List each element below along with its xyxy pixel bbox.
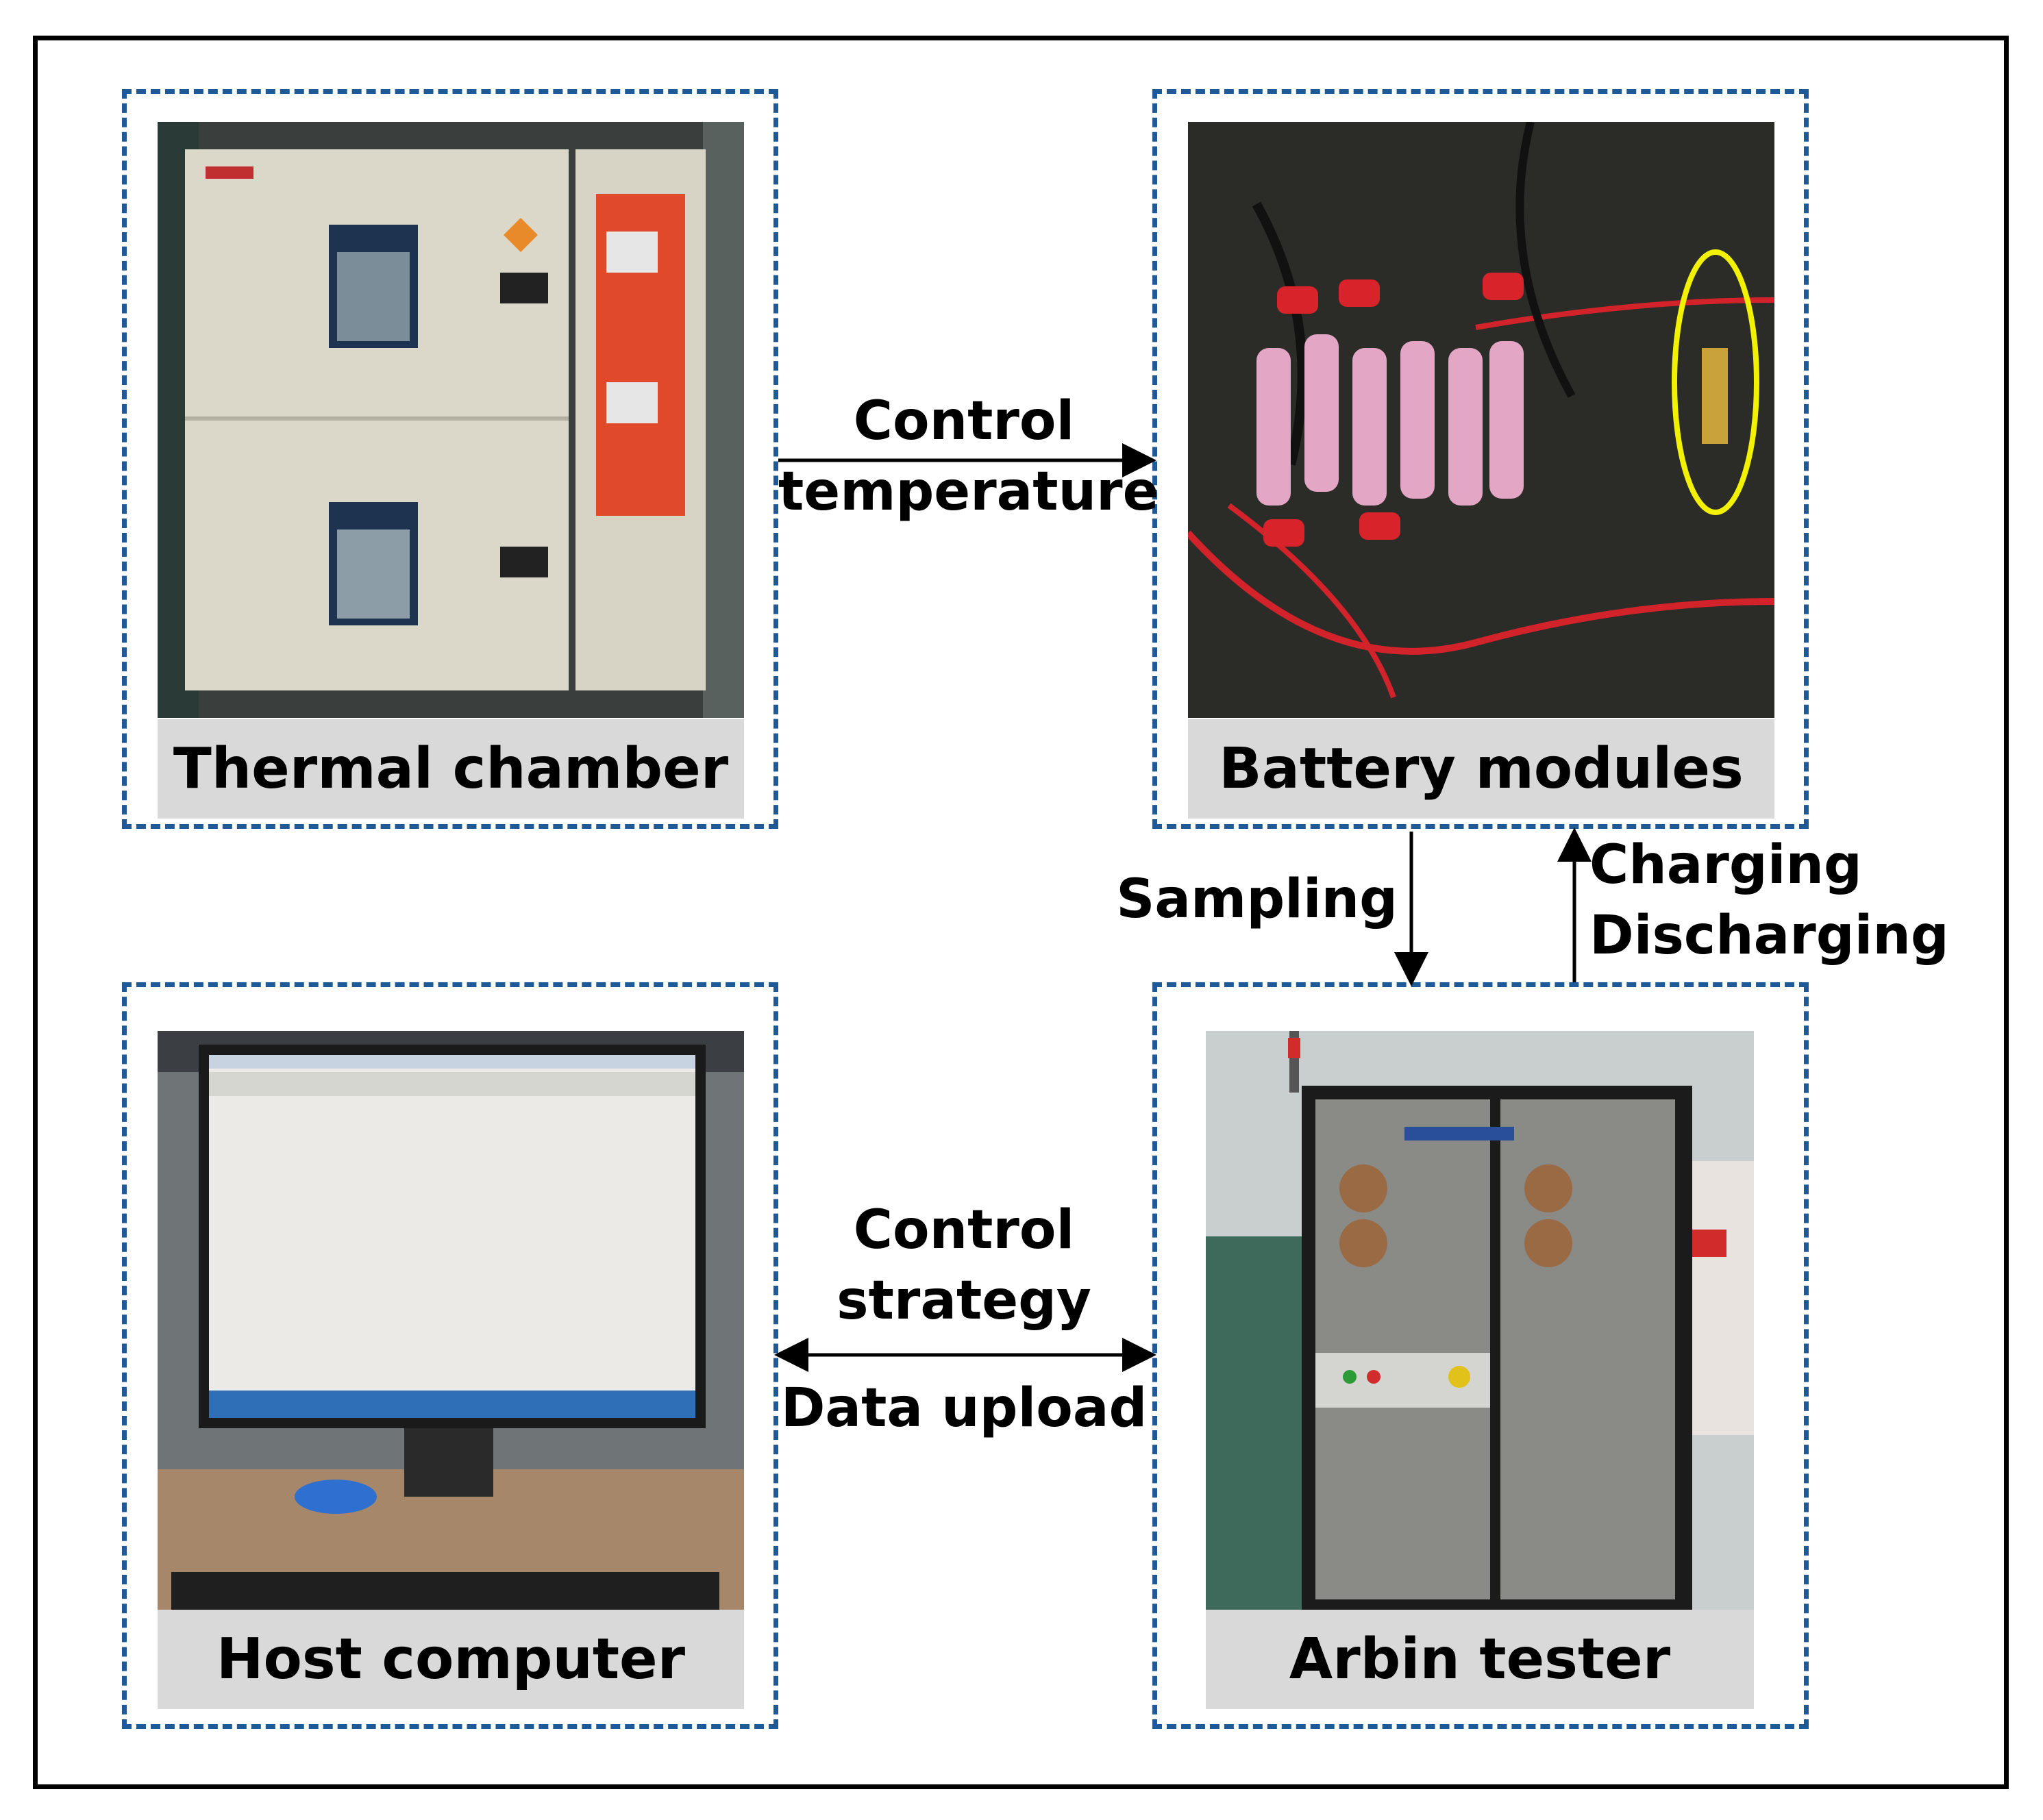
thermal-chamber-caption: Thermal chamber xyxy=(158,719,744,819)
host-computer-caption: Host computer xyxy=(158,1610,744,1709)
resistor-highlight-ellipse xyxy=(1672,249,1759,515)
host-computer-photo xyxy=(158,1031,744,1610)
sampling-label: Sampling xyxy=(1116,869,1398,930)
arbin-tester-caption: Arbin tester xyxy=(1206,1610,1754,1709)
control-temperature-line1: Control xyxy=(853,390,1075,452)
battery-modules-photo xyxy=(1188,122,1774,718)
control-temperature-label: Control temperature xyxy=(778,386,1159,527)
arbin-tester-photo xyxy=(1206,1031,1754,1610)
thermal-chamber-photo xyxy=(158,122,744,718)
thermal-chamber-panel xyxy=(122,89,778,829)
control-strategy-line2: strategy xyxy=(837,1269,1091,1332)
control-strategy-line1: Control xyxy=(853,1199,1075,1261)
discharging-line: Discharging xyxy=(1589,904,1949,967)
diagram-frame xyxy=(33,36,2009,1789)
battery-modules-caption: Battery modules xyxy=(1188,719,1774,819)
data-upload-label: Data upload xyxy=(780,1378,1148,1439)
charging-discharging-label: Charging Discharging xyxy=(1589,830,1973,971)
charging-line: Charging xyxy=(1589,834,1862,896)
control-strategy-label: Control strategy xyxy=(778,1195,1150,1336)
control-temperature-line2: temperature xyxy=(778,460,1159,523)
